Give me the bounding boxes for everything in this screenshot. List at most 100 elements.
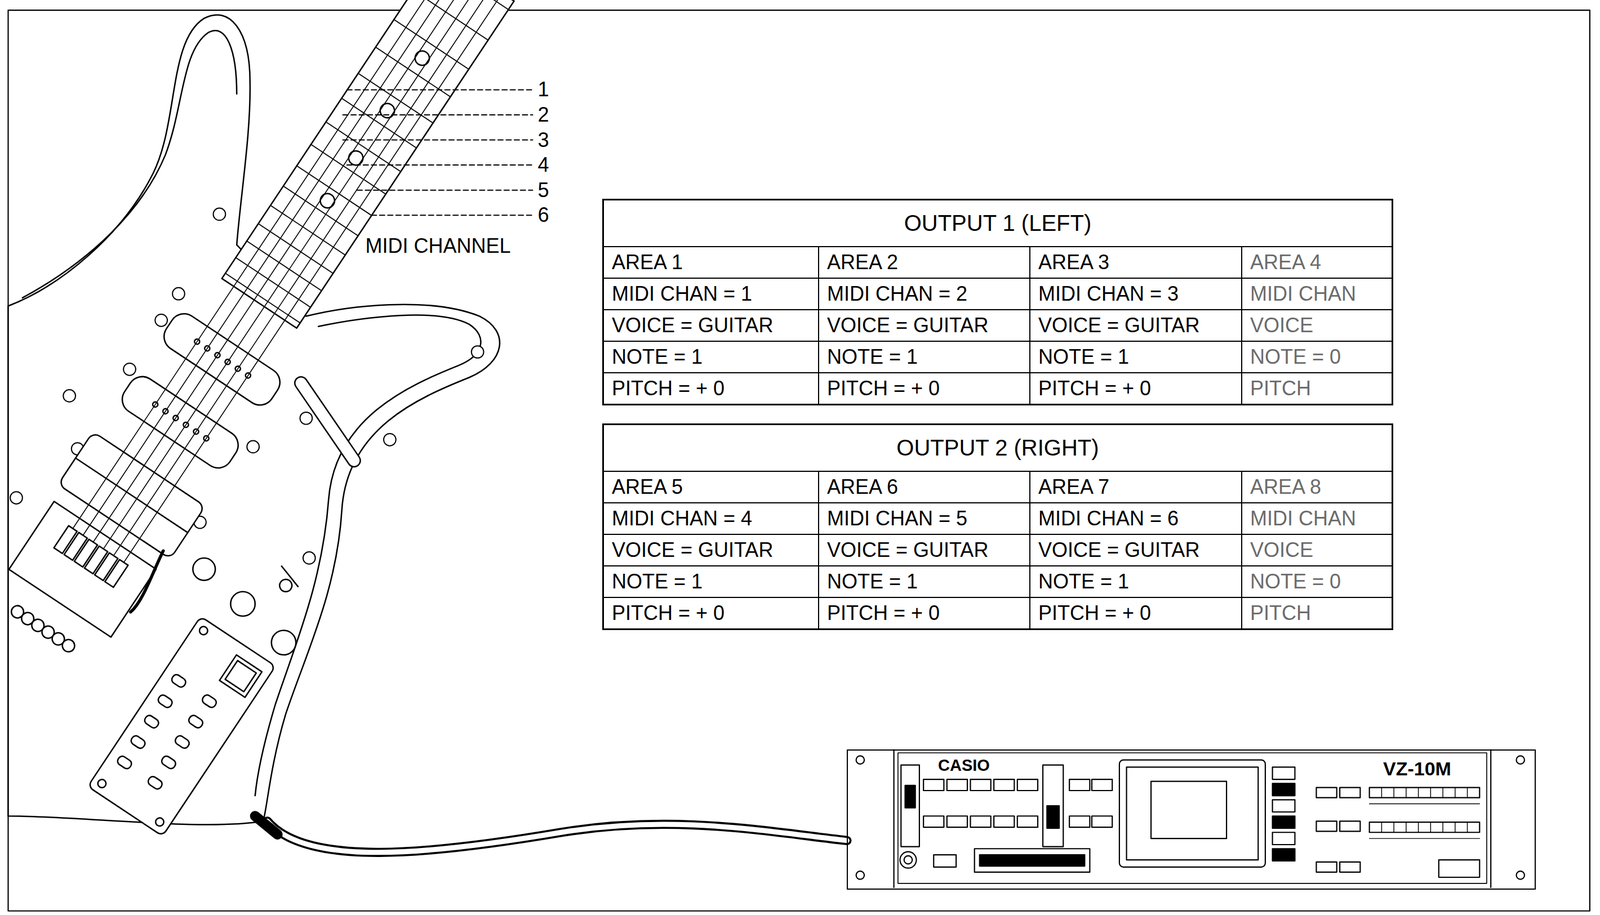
guitar-body — [7, 14, 500, 825]
drawing-line — [87, 0, 472, 551]
drawing-circle — [151, 401, 159, 409]
drawing-rect — [1091, 779, 1113, 791]
drawing-line — [326, 122, 402, 172]
drawing-line — [1467, 822, 1468, 833]
table-cell-text: PITCH = + 0 — [1038, 377, 1151, 400]
drawing-circle — [904, 856, 913, 865]
table-cell: MIDI CHAN — [1241, 502, 1392, 535]
drawing-circle — [161, 407, 170, 416]
table-cell: MIDI CHAN = 1 — [603, 277, 819, 310]
drawing-rect — [1017, 779, 1038, 791]
callout-number: 2 — [538, 103, 550, 127]
drawing-circle — [60, 637, 78, 655]
guitar-neck — [0, 0, 533, 672]
table-cell-text: NOTE = 1 — [611, 570, 703, 594]
table-cell-text: VOICE — [1250, 539, 1314, 562]
drawing-rect — [1272, 816, 1296, 829]
drawing-rect — [979, 855, 1086, 867]
drawing-line — [357, 189, 533, 191]
table-cell: NOTE = 1 — [1029, 565, 1242, 598]
table-cell: VOICE = GUITAR — [603, 309, 819, 341]
cable — [267, 821, 848, 853]
rack-unit — [856, 750, 1525, 889]
drawing-rect — [1069, 816, 1090, 828]
table-cell-text: NOTE = 1 — [827, 345, 918, 369]
drawing-line — [258, 223, 334, 274]
drawing-circle — [900, 852, 917, 869]
drawing-circle — [10, 491, 23, 505]
drawing-rect — [947, 779, 968, 791]
drawing-rect — [1272, 832, 1296, 846]
drawing-circle — [63, 389, 76, 403]
drawing-g — [116, 673, 219, 791]
callout-number: 3 — [538, 129, 550, 152]
drawing-rect — [1339, 862, 1360, 873]
table-cell-text: MIDI CHAN = 1 — [611, 282, 753, 306]
drawing-circle — [172, 287, 185, 301]
drawing-rect — [146, 775, 164, 791]
drawing-line — [1369, 838, 1480, 839]
table-cell-text: AREA 6 — [827, 476, 899, 499]
table-cell: VOICE = GUITAR — [1029, 309, 1242, 341]
drawing-line — [98, 0, 483, 558]
drawing-line — [225, 273, 301, 323]
table-cell: PITCH — [1241, 597, 1392, 629]
drawing-rect — [974, 849, 1091, 873]
drawing-circle — [383, 433, 397, 447]
callout-number: 5 — [538, 179, 550, 202]
drawing-rect — [923, 779, 944, 791]
brand-label: VZ-10M — [1383, 759, 1452, 779]
table-cell: MIDI CHAN — [1241, 277, 1392, 310]
frame — [7, 10, 1590, 912]
drawing-circle — [214, 351, 222, 359]
table-cell: AREA 3 — [1029, 246, 1242, 278]
drawing-circle — [300, 412, 313, 425]
drawing-rect — [898, 753, 1487, 884]
drawing-circle — [192, 428, 200, 436]
drawing-line — [1490, 750, 1492, 889]
drawing-line — [246, 241, 322, 291]
table-title: OUTPUT 2 (RIGHT) — [603, 425, 1392, 471]
settings-table: OUTPUT 1 (LEFT)AREA 1AREA 2AREA 3AREA 4M… — [602, 198, 1394, 406]
control-unit — [87, 616, 276, 837]
table-cell: NOTE = 1 — [818, 565, 1030, 598]
table-cell: AREA 2 — [818, 246, 1030, 278]
drawing-rect — [1046, 806, 1060, 829]
drawing-line — [413, 0, 489, 40]
drawing-circle — [182, 421, 190, 429]
drawing-rect — [970, 816, 991, 828]
drawing-line — [1418, 822, 1419, 833]
drawing-rect — [933, 855, 957, 868]
tremolo-bridge — [9, 501, 157, 638]
drawing-g — [2, 0, 515, 660]
drawing-rect — [104, 560, 128, 588]
drawing-line — [393, 19, 469, 70]
drawing-rect — [160, 754, 177, 771]
drawing-line — [371, 214, 533, 216]
table-cell-text: PITCH — [1250, 377, 1311, 400]
drawing-line — [77, 0, 462, 545]
drawing-line — [1442, 788, 1443, 799]
table-cell-text: MIDI CHAN = 6 — [1038, 507, 1179, 531]
pickguard — [255, 315, 482, 797]
table-cell: VOICE = GUITAR — [818, 309, 1030, 341]
cable — [267, 821, 848, 853]
drawing-rect — [1438, 860, 1480, 878]
drawing-line — [1381, 788, 1382, 799]
table-cell: VOICE — [1241, 309, 1392, 341]
drawing-line — [1430, 822, 1431, 833]
drawing-line — [283, 185, 359, 236]
table-cell: VOICE = GUITAR — [818, 534, 1030, 566]
drawing-line — [347, 164, 533, 166]
table-cell-text: VOICE = GUITAR — [1038, 539, 1200, 562]
drawing-rect — [923, 816, 944, 828]
drawing-line — [1442, 822, 1443, 833]
drawing-rect — [219, 655, 262, 698]
callout-number: 4 — [538, 153, 550, 177]
table-cell: PITCH = + 0 — [603, 597, 819, 629]
drawing-line — [1418, 788, 1419, 799]
drawing-line — [118, 0, 503, 572]
table-cell: AREA 8 — [1241, 470, 1392, 503]
drawing-circle — [224, 358, 232, 367]
drawing-line — [1454, 788, 1456, 799]
